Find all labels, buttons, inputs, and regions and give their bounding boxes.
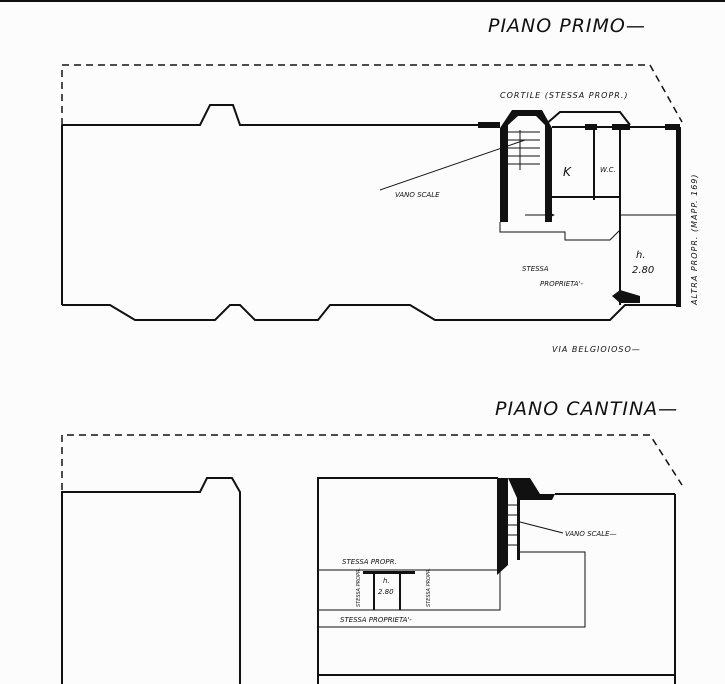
cellar-stair-wall: [497, 478, 508, 575]
height-value: 2.80: [632, 265, 654, 276]
leader-line: [379, 139, 526, 191]
courtyard-label: CORTILE (STESSA PROPR.): [500, 91, 629, 100]
stairwell-walls: [500, 110, 552, 222]
wc-label: W.C.: [600, 166, 616, 174]
same-property-right-label: STESSA PROPR.: [426, 568, 432, 607]
stairwell-label: VANO SCALE: [395, 191, 440, 199]
same-property-label: STESSA: [522, 265, 549, 273]
south-wall: [62, 304, 680, 321]
cellar-boundary: [61, 434, 683, 490]
height-label: h.: [636, 250, 646, 261]
bay-projection: [544, 111, 631, 126]
courtyard-boundary: [61, 64, 683, 125]
cellar-stairwell-label: VANO SCALE—: [565, 530, 617, 538]
cellar-stair-treads: [502, 504, 518, 546]
stair-treads: [508, 130, 540, 170]
north-wall: [62, 104, 480, 126]
cellar-left-block: [61, 477, 241, 684]
wall-segment: [478, 122, 500, 128]
other-property-label: ALTRA PROPR. (MAPP. 169): [690, 173, 699, 306]
cellar-leader-line: [519, 521, 564, 534]
cellar-floor-title: PIANO CANTINA—: [495, 398, 678, 420]
upper-floor-title: PIANO PRIMO—: [488, 15, 646, 37]
same-property-bottom-label: STESSA PROPRIETA'-: [340, 616, 412, 624]
east-wall: [676, 127, 681, 307]
cellar-height-label: h.: [383, 577, 390, 585]
same-property-left-label: STESSA PROPR.: [356, 568, 362, 607]
same-property-top-label: STESSA PROPR.: [342, 558, 397, 566]
street-label: VIA BELGIOIOSO—: [552, 345, 641, 354]
cellar-right-block: [317, 477, 498, 684]
cellar-floor-plan: PIANO CANTINA— VANO SCALE— STESSA PROPR.…: [61, 398, 683, 684]
cellar-height-value: 2.80: [378, 588, 394, 596]
same-property-label-2: PROPRIETA'-: [540, 280, 584, 288]
kitchen-label: K: [563, 165, 572, 179]
upper-floor-plan: PIANO PRIMO— CORTILE (STESSA PROPR.) VAN…: [61, 15, 699, 354]
